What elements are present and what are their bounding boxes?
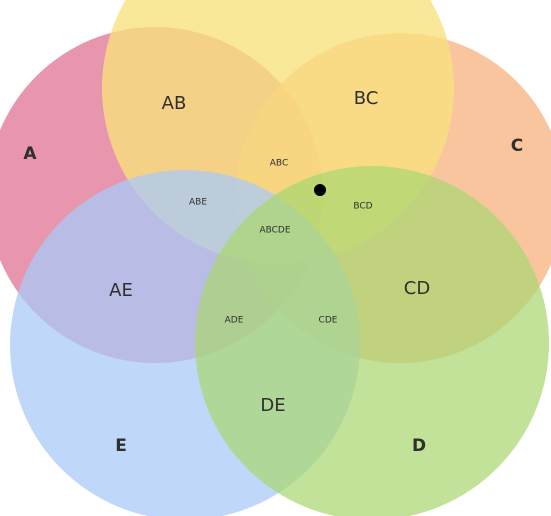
- region-label-ab: AB: [162, 93, 187, 114]
- region-label-cd: CD: [404, 278, 430, 299]
- region-label-ae: AE: [109, 280, 133, 301]
- region-label-cde: CDE: [319, 316, 338, 326]
- set-labels: A C D E: [23, 136, 523, 456]
- region-label-abcde: ABCDE: [259, 226, 290, 236]
- black-dot-marker: [314, 184, 326, 196]
- set-label-d: D: [412, 436, 426, 456]
- set-label-c: C: [511, 136, 523, 156]
- region-labels: AB BC AE CD DE ABC ABE BCD ABCDE ADE CDE: [109, 88, 430, 416]
- region-label-bc: BC: [354, 88, 379, 109]
- region-label-abe: ABE: [189, 198, 207, 208]
- set-label-e: E: [115, 436, 127, 456]
- region-label-abc: ABC: [270, 159, 288, 169]
- top-left-white-panel: [0, 0, 6, 74]
- set-d-circle: [195, 166, 549, 516]
- region-label-bcd: BCD: [353, 202, 372, 212]
- region-label-ade: ADE: [225, 316, 244, 326]
- set-label-a: A: [23, 144, 37, 164]
- region-label-de: DE: [260, 395, 285, 416]
